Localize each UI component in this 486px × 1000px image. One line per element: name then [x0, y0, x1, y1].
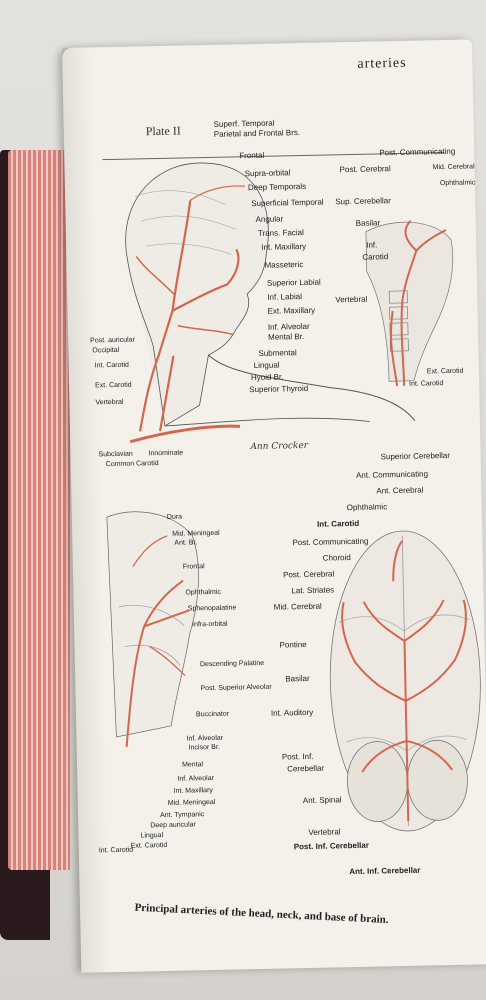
label-mid-meningeal-ant: Mid. Meningeal [172, 529, 220, 538]
label-ophthalmic-3: Ophthalmic [185, 588, 221, 597]
label-incisor-br: Incisor Br. [188, 743, 220, 752]
label-ophthalmic-4: Ophthalmic [346, 502, 388, 513]
label-sphenopalatine: Sphenopalatine [187, 604, 237, 613]
label-infra-orbital: Infra-orbital [192, 620, 228, 629]
label-post-inf: Post. Inf. [281, 751, 314, 762]
label-vertebral-4: Vertebral [308, 827, 341, 838]
label-inf-labial: Inf. Labial [267, 292, 303, 302]
label-ant-inf-cerebellar: Ant. Inf. Cerebellar [349, 865, 421, 877]
illustrator-signature: Ann Crocker [250, 440, 309, 453]
figure-vertebral [365, 221, 454, 382]
label-ant-cerebral: Ant. Cerebral [376, 485, 424, 496]
label-deep-auricular: Deep auricular [150, 821, 196, 830]
label-post-communicating-1: Post. Communicating [379, 146, 456, 158]
label-cerebellar: Cerebellar [287, 763, 325, 774]
label-lingual: Lingual [253, 360, 280, 371]
anatomy-illustrations [106, 162, 481, 832]
label-superior-thyroid: Superior Thyroid [249, 383, 309, 395]
label-choroid: Choroid [322, 553, 351, 563]
label-subclavian: Subclavian [98, 450, 133, 459]
label-post-auricular: Post. auricular [90, 336, 135, 345]
label-carotid: Carotid [362, 252, 389, 262]
label-basilar-4: Basilar [285, 673, 310, 684]
label-int-carotid-3: Int. Carotid [98, 846, 134, 855]
label-dura: Dura [166, 513, 183, 521]
label-lat-striates: Lat. Striates [291, 585, 335, 596]
label-int-carotid-1: Int. Carotid [94, 361, 129, 370]
label-post-communicating-4: Post. Communicating [292, 536, 369, 548]
figure-deep-face-arteries [125, 535, 190, 747]
page-edges [8, 150, 70, 870]
label-mental: Mental [181, 761, 204, 769]
label-superf-temporal: Superf. Temporal [213, 118, 275, 129]
label-innominate: Innominate [148, 449, 184, 458]
label-int-carotid-4: Int. Carotid [316, 518, 360, 529]
label-inf-alveolar: Inf. Alveolar [267, 321, 310, 332]
label-int-auditory: Int. Auditory [270, 707, 314, 718]
label-deep-temporals: Deep Temporals [247, 181, 307, 193]
label-supra-orbital: Supra-orbital [244, 168, 291, 179]
label-mid-cerebral-1: Mid. Cerebral [432, 163, 475, 172]
label-ant-communicating: Ant. Communicating [355, 469, 429, 480]
label-submental: Submental [258, 348, 297, 358]
label-lingual-3: Lingual [140, 832, 164, 840]
label-masseteric: Masseteric [264, 259, 304, 270]
label-vertebral-2: Vertebral [335, 294, 368, 305]
figure-brain-arteries [341, 540, 467, 821]
label-ant-spinal: Ant. Spinal [302, 795, 342, 806]
figure-head-neck [125, 162, 416, 427]
book-page: arteries Plate II [62, 39, 486, 973]
label-descending-palatine: Descending Palatine [199, 659, 265, 669]
label-superior-labial: Superior Labial [266, 277, 321, 288]
label-buccinator: Buccinator [195, 710, 230, 719]
label-post-superior-alveolar: Post. Superior Alveolar [200, 683, 272, 693]
label-ext-carotid-1: Ext. Carotid [95, 381, 132, 390]
label-sup-cerebellar-1: Sup. Cerebellar [335, 196, 391, 207]
label-frontal: Frontal [239, 150, 265, 161]
label-ext-carotid-2: Ext. Carotid [426, 367, 464, 376]
label-post-inf-cerebellar: Post. Inf. Cerebellar [293, 840, 369, 852]
label-ext-carotid-3: Ext. Carotid [130, 841, 168, 850]
label-mental-br: Mental Br. [268, 331, 305, 342]
label-frontal-3: Frontal [182, 563, 205, 571]
label-angular: Angular [255, 214, 284, 224]
label-int-maxillary-3: Int. Maxillary [173, 787, 213, 795]
label-ext-maxillary: Ext. Maxillary [267, 305, 316, 316]
label-inf: Inf. [366, 240, 378, 250]
label-post-cerebral-4: Post. Cerebral [282, 569, 335, 580]
label-mid-meningeal-3: Mid. Meningeal [167, 798, 216, 807]
figure-head-neck-arteries [129, 185, 245, 444]
label-inf-alveolar-incisor: Inf. Alveolar [186, 734, 224, 743]
label-pontine: Pontine [279, 640, 307, 650]
label-int-maxillary: Int. Maxillary [261, 241, 307, 252]
label-basilar-1: Basilar [355, 218, 381, 228]
label-int-carotid-2: Int. Carotid [409, 380, 444, 388]
label-common-carotid: Common Carotid [105, 460, 159, 469]
label-mid-cerebral-4: Mid. Cerebral [273, 601, 322, 612]
label-ophthalmic-1: Ophthalmic [439, 179, 476, 188]
label-superior-cerebellar: Superior Cerebellar [380, 450, 451, 462]
label-inf-alveolar-3: Inf. Alveolar [177, 774, 214, 783]
figure-vertebral-arteries [389, 220, 447, 387]
label-superficial-temporal: Superficial Temporal [251, 197, 324, 209]
label-vertebral-1: Vertebral [95, 398, 124, 407]
label-ant-tympanic: Ant. Tympanic [160, 811, 205, 820]
label-post-cerebral-1: Post. Cerebral [339, 164, 391, 175]
label-occipital: Occipital [92, 346, 120, 355]
label-hyoid-br: Hyoid Br. [250, 372, 284, 383]
label-ant-br: Ant. Br. [174, 539, 198, 547]
label-trans-facial: Trans. Facial [257, 227, 304, 238]
